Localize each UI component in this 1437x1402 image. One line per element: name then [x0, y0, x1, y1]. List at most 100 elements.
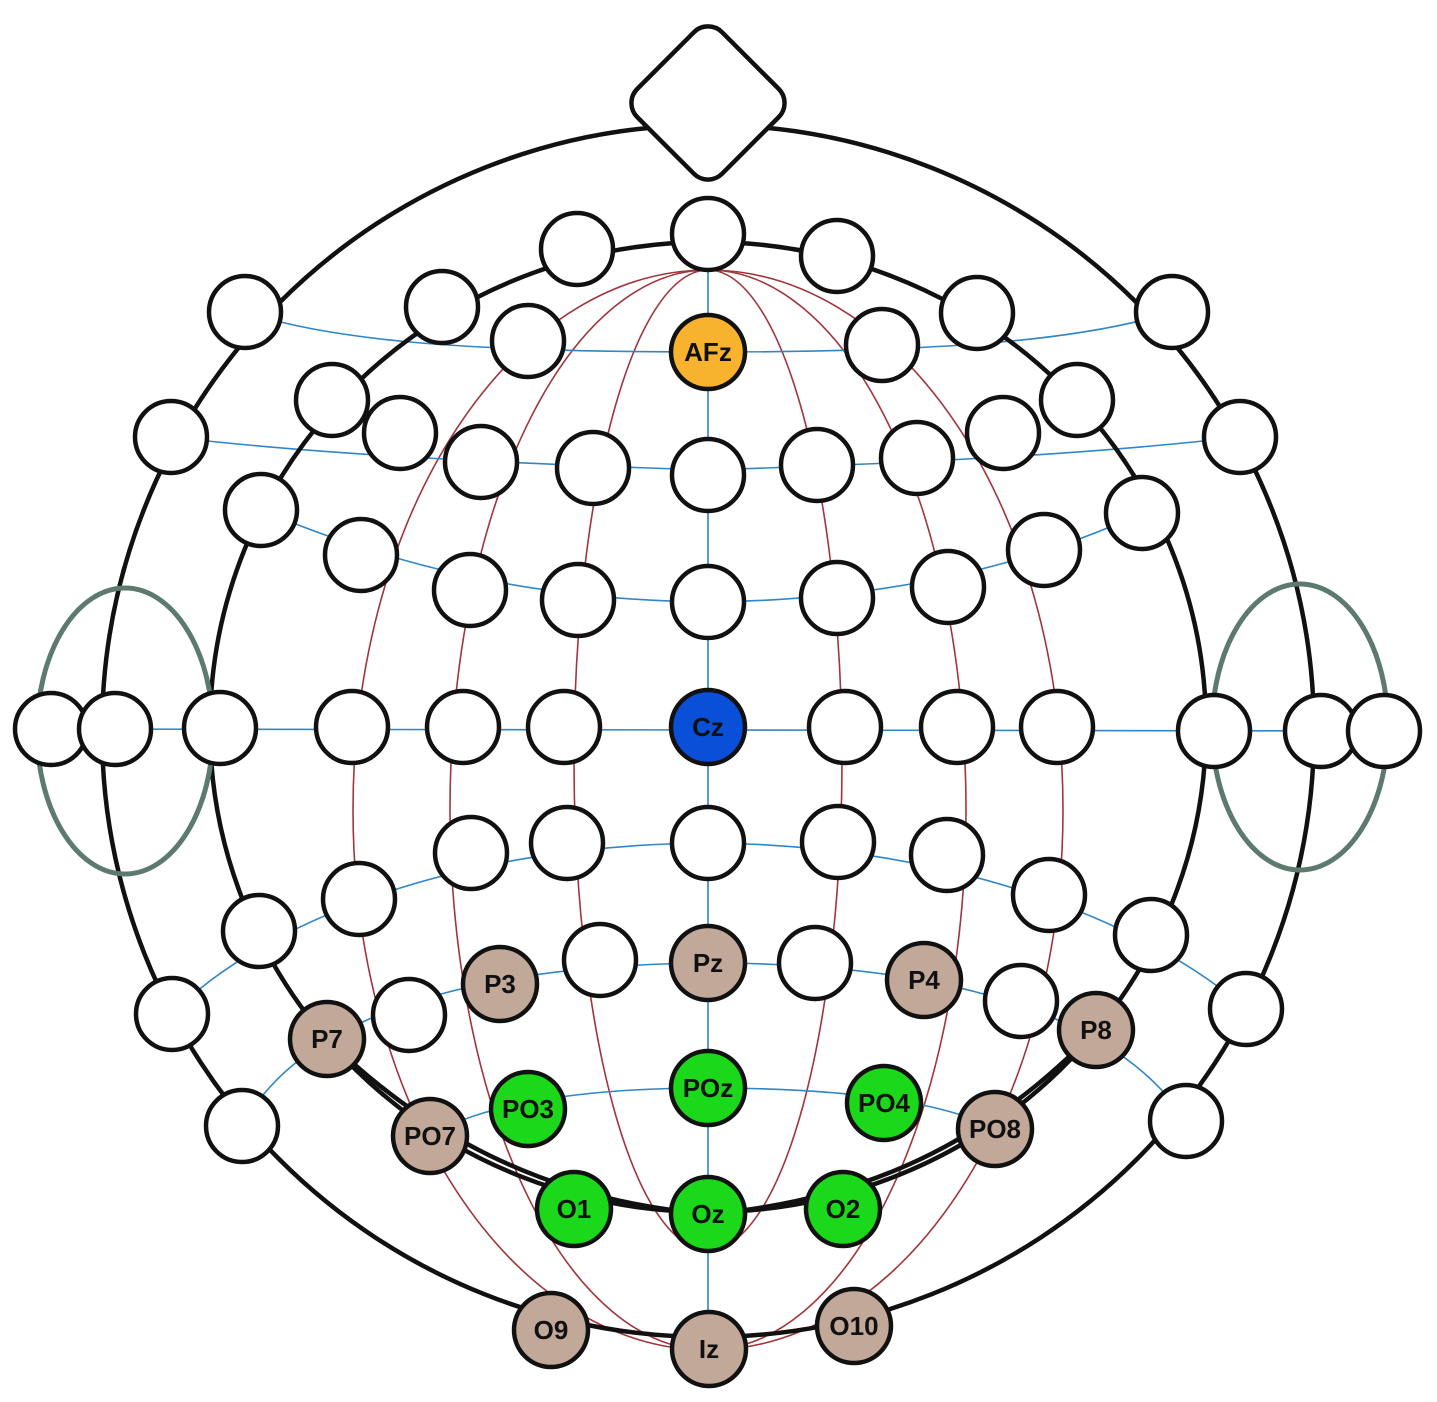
- electrode-p7: P7: [287, 999, 367, 1079]
- electrode-label: PO7: [404, 1121, 456, 1151]
- electrode-label: P8: [1080, 1015, 1112, 1045]
- electrode-iz: Iz: [669, 1309, 749, 1389]
- electrode-p8: P8: [1056, 990, 1136, 1070]
- electrode-unlabeled: [432, 814, 510, 892]
- electrode-unlabeled: [799, 803, 877, 881]
- electrode-unlabeled: [776, 924, 854, 1002]
- electrode-po7-dot: [390, 1096, 470, 1176]
- electrode-cz: Cz: [668, 687, 748, 767]
- electrode-po8-dot: [955, 1089, 1035, 1169]
- electrode-unlabeled: [1005, 511, 1083, 589]
- electrode-po8: PO8: [955, 1089, 1035, 1169]
- electrode-p3: P3: [460, 944, 540, 1024]
- electrode-label: PO4: [858, 1088, 911, 1118]
- electrode-pz-dot: [668, 923, 748, 1003]
- electrode-unlabeled: [778, 426, 856, 504]
- electrode-label: P3: [484, 969, 516, 999]
- electrode-iz-dot: [669, 1309, 749, 1389]
- electrode-unlabeled: [798, 217, 876, 295]
- electrode-o2-dot: [803, 1169, 883, 1249]
- electrode-po4: PO4: [844, 1063, 924, 1143]
- electrode-unlabeled: [1038, 361, 1116, 439]
- electrode-unlabeled: [1103, 474, 1181, 552]
- electrode-p3-dot: [460, 944, 540, 1024]
- electrode-label: PO3: [502, 1094, 554, 1124]
- electrode-unlabeled: [561, 921, 639, 999]
- nose-diamond: [629, 24, 787, 182]
- electrode-unlabeled: [798, 559, 876, 637]
- electrode-unlabeled: [908, 816, 986, 894]
- electrode-oz-dot: [668, 1174, 748, 1254]
- electrode-o10-dot: [814, 1286, 894, 1366]
- electrode-unlabeled: [320, 860, 398, 938]
- electrode-unlabeled: [220, 892, 298, 970]
- electrode-po4-dot: [844, 1063, 924, 1143]
- electrode-label: O1: [557, 1194, 592, 1224]
- electrode-unlabeled: [878, 419, 956, 497]
- electrode-p4-dot: [884, 940, 964, 1020]
- electrode-o10: O10: [814, 1286, 894, 1366]
- electrode-unlabeled: [964, 394, 1042, 472]
- electrode-unlabeled: [525, 688, 603, 766]
- electrode-unlabeled: [554, 429, 632, 507]
- electrode-label: Iz: [699, 1334, 719, 1364]
- electrode-label: AFz: [684, 337, 732, 367]
- electrode-unlabeled: [489, 302, 567, 380]
- electrode-label: Pz: [693, 948, 723, 978]
- electrode-o9: O9: [511, 1290, 591, 1370]
- electrode-unlabeled: [1147, 1082, 1225, 1160]
- electrode-o1-dot: [534, 1169, 614, 1249]
- electrode-unlabeled: [669, 195, 747, 273]
- electrode-unlabeled: [293, 361, 371, 439]
- electrode-unlabeled: [806, 688, 884, 766]
- electrode-unlabeled: [669, 436, 747, 514]
- electrode-po3: PO3: [488, 1069, 568, 1149]
- electrode-unlabeled: [1112, 896, 1190, 974]
- electrode-poz: POz: [668, 1048, 748, 1128]
- electrode-unlabeled: [1175, 692, 1253, 770]
- electrode-unlabeled: [539, 561, 617, 639]
- electrode-o2: O2: [803, 1169, 883, 1249]
- electrode-unlabeled: [133, 975, 211, 1053]
- electrode-unlabeled: [403, 268, 481, 346]
- electrode-unlabeled: [431, 551, 509, 629]
- electrode-p7-dot: [287, 999, 367, 1079]
- electrode-unlabeled: [669, 804, 747, 882]
- electrode-unlabeled: [181, 689, 259, 767]
- electrode-label: P7: [311, 1024, 343, 1054]
- electrode-unlabeled: [222, 471, 300, 549]
- electrode-p8-dot: [1056, 990, 1136, 1070]
- electrode-unlabeled: [1133, 273, 1211, 351]
- electrode-unlabeled: [322, 516, 400, 594]
- electrode-o9-dot: [511, 1290, 591, 1370]
- electrode-unlabeled: [1207, 970, 1285, 1048]
- electrode-afz: AFz: [668, 312, 748, 392]
- electrode-o1: O1: [534, 1169, 614, 1249]
- electrode-unlabeled: [203, 1087, 281, 1165]
- electrode-unlabeled: [1018, 688, 1096, 766]
- electrode-label: O9: [534, 1315, 569, 1345]
- electrode-unlabeled: [528, 804, 606, 882]
- electrode-unlabeled: [76, 690, 154, 768]
- electrode-label: Oz: [691, 1199, 724, 1229]
- electrode-unlabeled: [1201, 398, 1279, 476]
- electrode-afz-dot: [668, 312, 748, 392]
- electrode-pz: Pz: [668, 923, 748, 1003]
- electrode-label: P4: [908, 965, 940, 995]
- electrode-unlabeled: [982, 962, 1060, 1040]
- electrode-unlabeled: [938, 274, 1016, 352]
- electrode-unlabeled: [370, 976, 448, 1054]
- electrode-unlabeled: [669, 563, 747, 641]
- electrode-po3-dot: [488, 1069, 568, 1149]
- electrode-unlabeled: [918, 688, 996, 766]
- electrode-unlabeled: [909, 548, 987, 626]
- electrode-p4: P4: [884, 940, 964, 1020]
- electrode-label: O2: [826, 1194, 861, 1224]
- electrode-label: Cz: [692, 712, 724, 742]
- electrode-unlabeled: [843, 306, 921, 384]
- electrode-unlabeled: [313, 688, 391, 766]
- electrode-oz: Oz: [668, 1174, 748, 1254]
- electrode-label: PO8: [969, 1114, 1021, 1144]
